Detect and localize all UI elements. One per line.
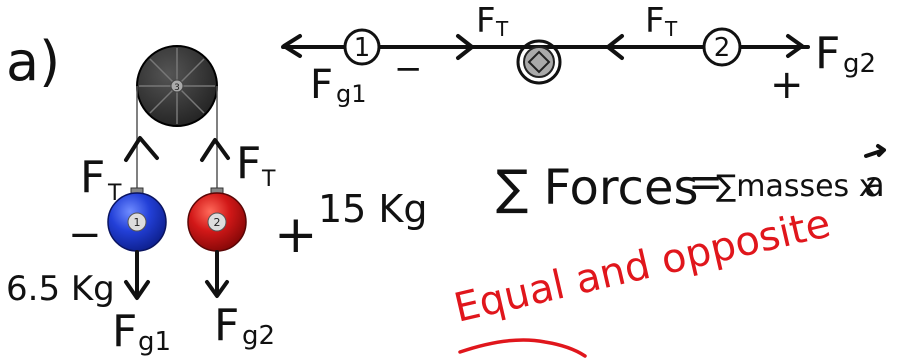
svg-text:T: T xyxy=(495,17,509,41)
equation-vector: a xyxy=(864,165,885,205)
equation-lhs: ∑ Forces xyxy=(496,160,698,216)
svg-text:F: F xyxy=(80,152,105,203)
mass-1-label: 6.5 Kg xyxy=(6,269,115,309)
mass-1-number: 1 xyxy=(134,216,141,229)
tension-label-left: F T xyxy=(80,152,122,206)
section-label: a) xyxy=(6,30,60,93)
fbd-tension-label-left: F T xyxy=(476,1,509,41)
equation-equals: = xyxy=(688,157,723,206)
tension-arrow-left xyxy=(124,136,159,162)
svg-text:F: F xyxy=(476,1,496,41)
svg-text:F: F xyxy=(645,1,665,41)
svg-text:F: F xyxy=(310,62,333,108)
svg-text:F: F xyxy=(112,306,137,357)
fbd-node-2: 2 xyxy=(714,33,731,63)
svg-text:F: F xyxy=(236,138,261,189)
fbd-left-force-label: F g1 xyxy=(310,62,367,108)
svg-text:g2: g2 xyxy=(242,321,275,351)
pulley: 3 xyxy=(136,45,218,127)
tension-label-right: F T xyxy=(236,138,276,192)
weight-arrow-1 xyxy=(124,250,150,300)
svg-text:T: T xyxy=(261,167,276,192)
svg-text:g2: g2 xyxy=(843,49,876,79)
fbd-right-force-label: F g2 xyxy=(815,28,876,79)
svg-text:T: T xyxy=(664,17,678,41)
pulley-label: 3 xyxy=(174,83,180,93)
fbd-left-sign: − xyxy=(394,49,423,89)
equation-rhs: ∑masses x xyxy=(716,169,876,204)
mass-2-label: 15 Kg xyxy=(318,187,427,231)
mass-2-sign: + xyxy=(274,205,318,265)
svg-text:F: F xyxy=(815,28,840,79)
svg-text:g1: g1 xyxy=(336,80,367,108)
fbd-node-1: 1 xyxy=(354,33,371,63)
mass-1-sign: − xyxy=(68,212,102,258)
system-line-diagram: 1 2 F g1 − F g2 + F T F T xyxy=(281,1,876,108)
vector-arrow-icon xyxy=(864,144,886,158)
annotation-brace xyxy=(458,338,587,358)
fbd-tension-label-right: F T xyxy=(645,1,678,41)
weight-arrow-2 xyxy=(205,250,229,298)
mass-2: 2 xyxy=(187,187,247,252)
weight-label-2: F g2 xyxy=(214,300,275,351)
mass-2-number: 2 xyxy=(214,216,221,229)
annotation-equal-opposite: Equal and opposite xyxy=(450,200,835,331)
newton-equation: ∑ Forces = ∑masses x a xyxy=(496,144,886,216)
svg-text:g1: g1 xyxy=(138,327,171,357)
svg-text:F: F xyxy=(214,300,239,351)
fbd-right-sign: + xyxy=(770,62,804,108)
fbd-pulley-icon xyxy=(516,39,562,85)
tension-arrow-right xyxy=(200,138,230,162)
weight-label-1: F g1 xyxy=(112,306,171,357)
